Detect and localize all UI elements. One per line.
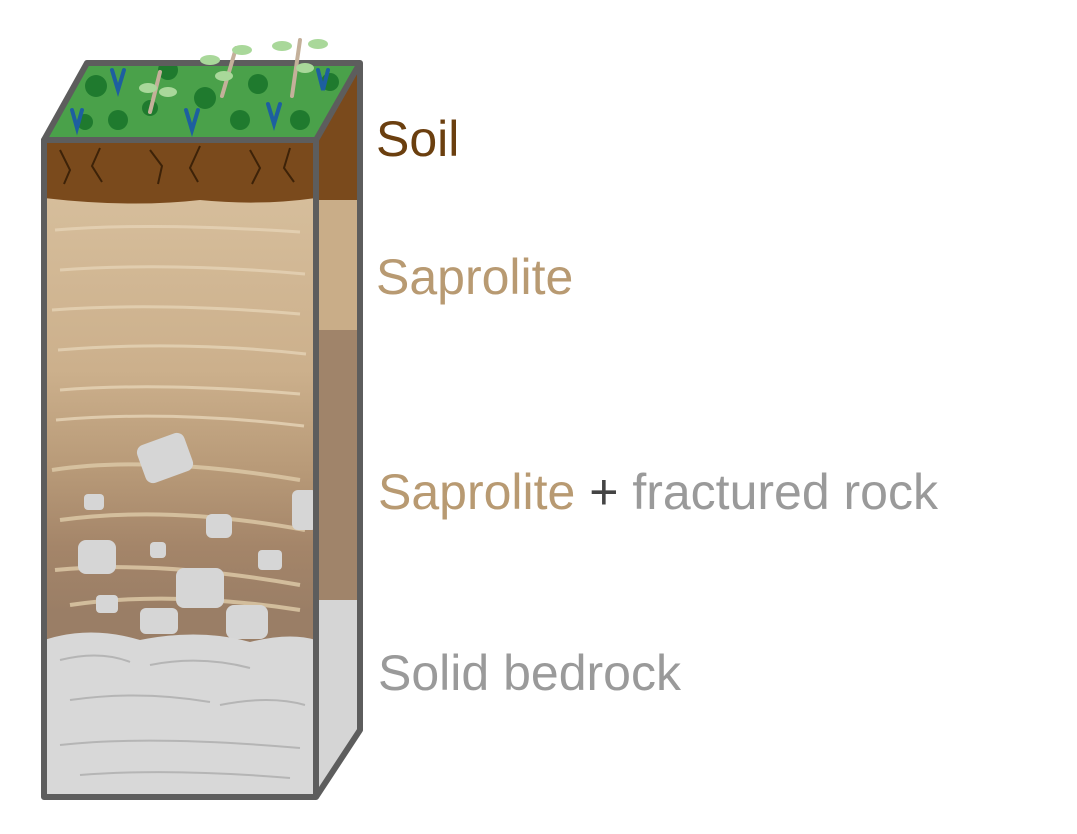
- saprolite-label: Saprolite: [376, 252, 573, 302]
- bedrock-label: Solid bedrock: [378, 648, 681, 698]
- mixed-label-connector: +: [575, 464, 632, 520]
- column-front-face: [44, 140, 336, 797]
- soil-label: Soil: [376, 114, 459, 164]
- grass-top-face: [44, 60, 360, 140]
- mixed-label-saprolite: Saprolite: [378, 464, 575, 520]
- bedrock-layer: [44, 633, 316, 798]
- mixed-label-fractured-rock: fractured rock: [632, 464, 938, 520]
- saprolite-fractured-rock-label: Saprolite + fractured rock: [378, 467, 938, 517]
- soil-layer: [44, 140, 316, 204]
